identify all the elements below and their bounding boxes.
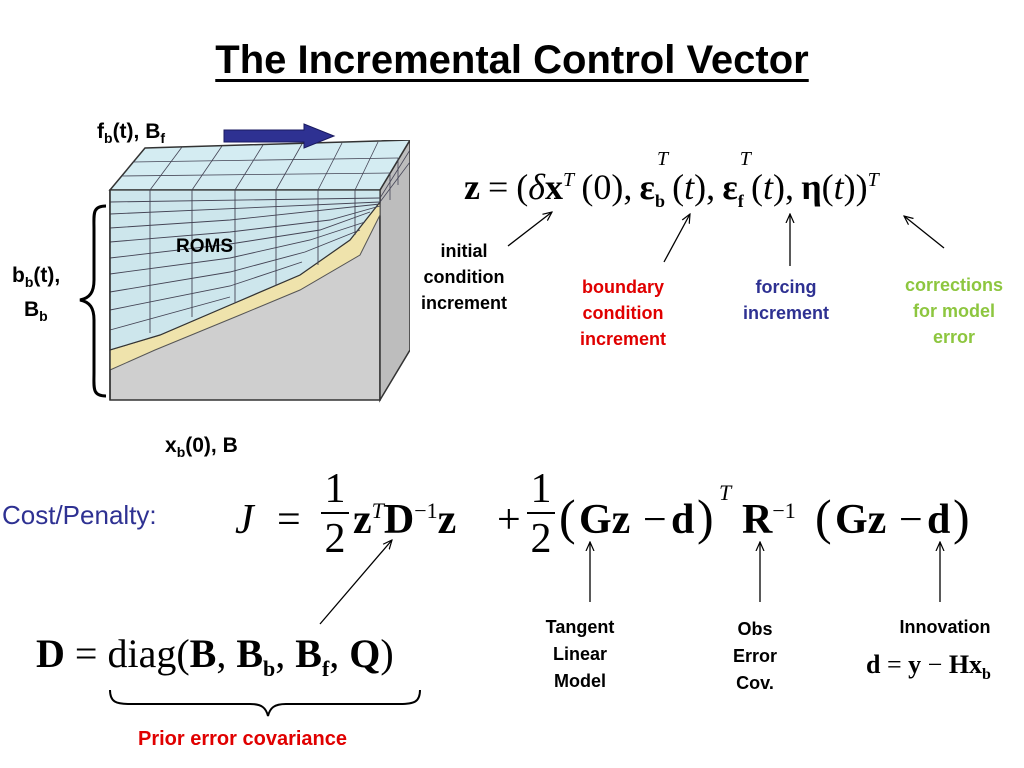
grid-top bbox=[121, 141, 399, 191]
forcing-label: fb(t), Bf bbox=[97, 120, 166, 147]
prior-brace bbox=[109, 689, 421, 717]
page-title: The Incremental Control Vector bbox=[215, 38, 809, 82]
grid-right bbox=[379, 149, 410, 203]
d-matrix-arrow bbox=[319, 540, 392, 625]
prior-covariance-equation: D = diag(B, Bb, Bf, Q) bbox=[36, 631, 394, 681]
innovation-annotation: Innovation bbox=[899, 617, 991, 637]
corrections-arrow bbox=[904, 216, 945, 249]
roms-label: ROMS bbox=[176, 236, 233, 257]
prior-error-covariance-label: Prior error covariance bbox=[138, 728, 347, 750]
forcing-arrow bbox=[223, 123, 336, 149]
roms-block-illustration bbox=[108, 140, 410, 403]
boundary-forcing-label: bb(t), Bb bbox=[12, 264, 61, 325]
boundary-arrow bbox=[663, 214, 690, 263]
initial-state-label: xb(0), B bbox=[165, 434, 238, 461]
cost-penalty-label: Cost/Penalty: bbox=[2, 500, 157, 530]
ocean-layer bbox=[109, 189, 381, 351]
grid-horizontal bbox=[109, 197, 381, 331]
innovation-equation: d = y − Hxb bbox=[866, 650, 991, 684]
initial-arrow bbox=[507, 212, 552, 247]
boundary-brace bbox=[79, 204, 107, 398]
